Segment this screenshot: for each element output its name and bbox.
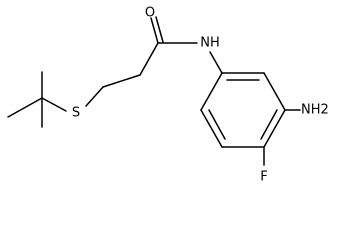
amino-group-label: NH2	[301, 103, 329, 118]
fluorine-atom-label: F	[260, 170, 267, 185]
bond-ring-6-1	[200, 72, 223, 111]
bond-ring-inner-2	[260, 109, 278, 140]
bonds	[7, 16, 301, 166]
bond-ring-3-4	[263, 109, 286, 148]
bond-ring-inner-3	[208, 109, 226, 140]
amide-nitrogen-label: NH	[200, 36, 220, 51]
bond-carbonyl-oxygen-2	[155, 16, 164, 43]
bond-sulfur-ch2	[85, 86, 104, 107]
atom-labels: O NH S NH2 F	[72, 6, 329, 185]
bond-nitrogen-ring	[209, 51, 223, 74]
bond-ring-5-6	[200, 109, 223, 148]
bond-tbutyl-sulfur	[41, 97, 67, 112]
sulfur-atom-label: S	[72, 106, 80, 121]
bond-ch2-ch2	[102, 74, 141, 88]
bond-ch2-carbonyl	[139, 42, 159, 76]
oxygen-atom-label: O	[145, 6, 155, 21]
bond-ring-2-3	[263, 72, 286, 111]
bond-carbonyl-oxygen-1	[150, 17, 159, 44]
chemical-structure-diagram: O NH S NH2 F	[7, 6, 329, 185]
bond-tbutyl-methyl-left	[7, 97, 43, 118]
